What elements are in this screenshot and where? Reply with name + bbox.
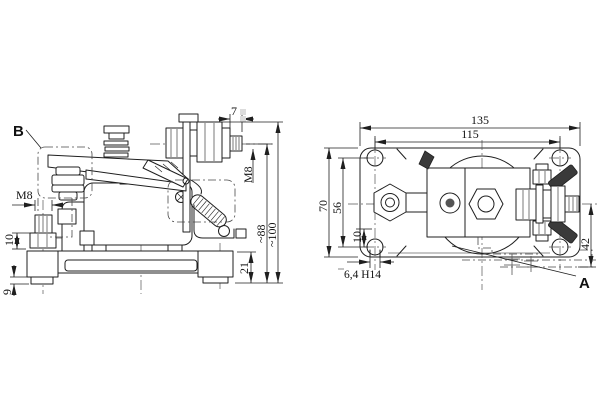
left-view: B 7 M8 ~88 ~100: [0, 104, 283, 296]
base: [26, 250, 234, 285]
dim-hole-edge-offset: 10: [350, 228, 372, 247]
svg-text:6,4 H14: 6,4 H14: [344, 269, 381, 281]
print-artifact: [240, 109, 246, 115]
dim-hole-span-x: 115: [374, 127, 561, 150]
dim-foot-height: 9: [0, 265, 29, 296]
dim-overall-height: ~100: [200, 121, 283, 283]
leader-detail-a: [451, 245, 577, 277]
terminal-bolts-top: [165, 113, 243, 233]
svg-text:M8: M8: [16, 188, 33, 202]
svg-text:70: 70: [316, 200, 330, 212]
coil-body: [57, 177, 193, 252]
print-artifact: [240, 116, 246, 122]
dim-overall-width: 135: [359, 113, 581, 146]
dim-axis-to-bottom: 42: [578, 204, 596, 268]
blowout-strap: [403, 192, 428, 213]
label-detail-b: B: [13, 123, 24, 140]
dim-plate-height: 70: [316, 147, 358, 258]
center-hex-nut: [468, 188, 504, 220]
dim-axis-height: ~88: [235, 143, 283, 284]
terminal-group-right: [515, 163, 580, 244]
retaining-clip: [418, 150, 435, 170]
left-hex-terminal: [373, 183, 407, 222]
dim-left-terminal-thread: M8: [12, 188, 63, 211]
svg-text:10: 10: [2, 234, 16, 246]
svg-text:7: 7: [231, 104, 237, 118]
svg-text:~100: ~100: [265, 223, 279, 248]
svg-text:21: 21: [237, 262, 251, 274]
phantom-detail-b: [37, 146, 236, 238]
return-spring: [190, 179, 247, 239]
center-hole: [439, 192, 461, 214]
svg-text:M8: M8: [241, 166, 255, 183]
svg-text:115: 115: [461, 127, 479, 141]
dim-hole-span-y: 56: [330, 157, 368, 248]
dim-mounting-slot: 6,4 H14: [338, 252, 394, 281]
terminal-stud-left: [29, 214, 57, 249]
dim-base-height: 21: [237, 251, 256, 283]
svg-text:10: 10: [350, 231, 364, 243]
label-detail-a: A: [579, 275, 590, 292]
svg-text:~88: ~88: [254, 225, 268, 244]
dim-stud-protrusion: 10: [2, 232, 31, 250]
svg-text:135: 135: [471, 113, 489, 127]
leader-detail-b: [25, 129, 42, 149]
svg-text:56: 56: [330, 202, 344, 214]
svg-text:42: 42: [578, 238, 592, 250]
right-view: A 135 115 70 56: [316, 113, 598, 292]
dim-terminal-thread: M8: [241, 149, 256, 183]
contactor-body-top: [373, 150, 532, 255]
contact-stack: [51, 166, 85, 201]
dim-stud-length: 7: [218, 104, 254, 132]
svg-text:9: 9: [0, 289, 14, 295]
